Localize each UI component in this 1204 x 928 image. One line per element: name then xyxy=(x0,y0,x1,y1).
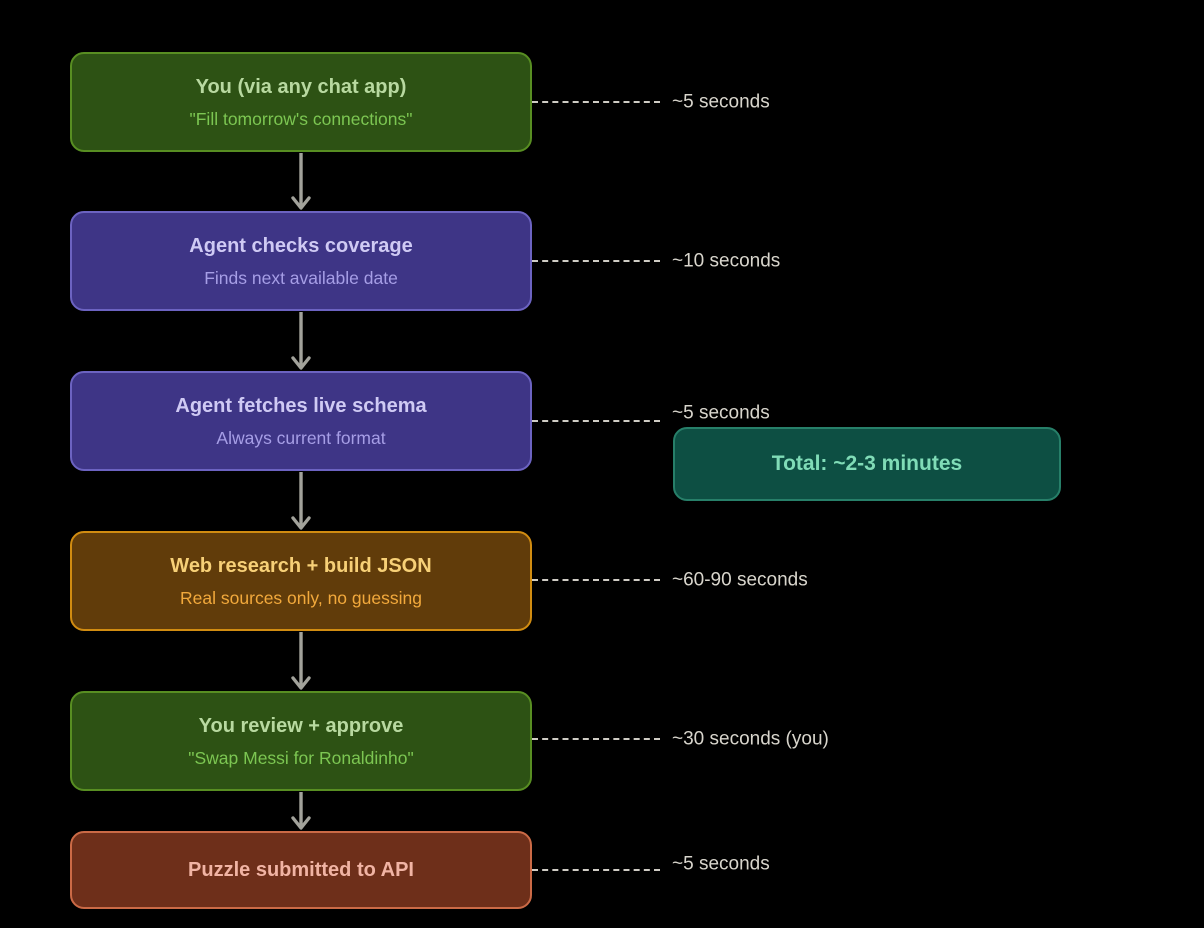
duration-label: ~30 seconds (you) xyxy=(672,728,829,750)
down-arrow-icon xyxy=(291,632,311,690)
down-arrow-icon xyxy=(291,472,311,530)
total-time-label: Total: ~2-3 minutes xyxy=(771,452,963,476)
step-subtitle: "Swap Messi for Ronaldinho" xyxy=(188,747,414,768)
duration-connector-line xyxy=(532,420,660,422)
duration-connector-line xyxy=(532,101,660,103)
step-subtitle: Real sources only, no guessing xyxy=(180,587,422,608)
down-arrow-icon xyxy=(291,792,311,830)
duration-label: ~5 seconds xyxy=(672,853,770,875)
duration-label: ~5 seconds xyxy=(672,402,770,424)
step-title: Agent fetches live schema xyxy=(175,394,427,417)
duration-connector-line xyxy=(532,869,660,871)
step-web-research-box: Web research + build JSON Real sources o… xyxy=(70,531,532,631)
step-title: You (via any chat app) xyxy=(195,75,407,98)
step-subtitle: Always current format xyxy=(216,427,386,448)
step-subtitle: "Fill tomorrow's connections" xyxy=(189,108,413,129)
down-arrow-icon xyxy=(291,153,311,210)
duration-label: ~10 seconds xyxy=(672,250,781,272)
duration-connector-line xyxy=(532,579,660,581)
step-title: Agent checks coverage xyxy=(189,234,413,257)
duration-connector-line xyxy=(532,260,660,262)
step-agent-coverage-box: Agent checks coverage Finds next availab… xyxy=(70,211,532,311)
step-title: You review + approve xyxy=(198,714,404,737)
step-title: Puzzle submitted to API xyxy=(188,859,414,881)
step-subtitle: Finds next available date xyxy=(204,267,398,288)
duration-label: ~5 seconds xyxy=(672,91,770,113)
duration-label: ~60-90 seconds xyxy=(672,569,808,591)
step-title: Web research + build JSON xyxy=(170,554,432,577)
down-arrow-icon xyxy=(291,312,311,370)
step-review-approve-box: You review + approve "Swap Messi for Ron… xyxy=(70,691,532,791)
step-you-request-box: You (via any chat app) "Fill tomorrow's … xyxy=(70,52,532,152)
duration-connector-line xyxy=(532,738,660,740)
total-time-badge: Total: ~2-3 minutes xyxy=(673,427,1061,501)
step-submit-api-box: Puzzle submitted to API xyxy=(70,831,532,909)
step-agent-schema-box: Agent fetches live schema Always current… xyxy=(70,371,532,471)
